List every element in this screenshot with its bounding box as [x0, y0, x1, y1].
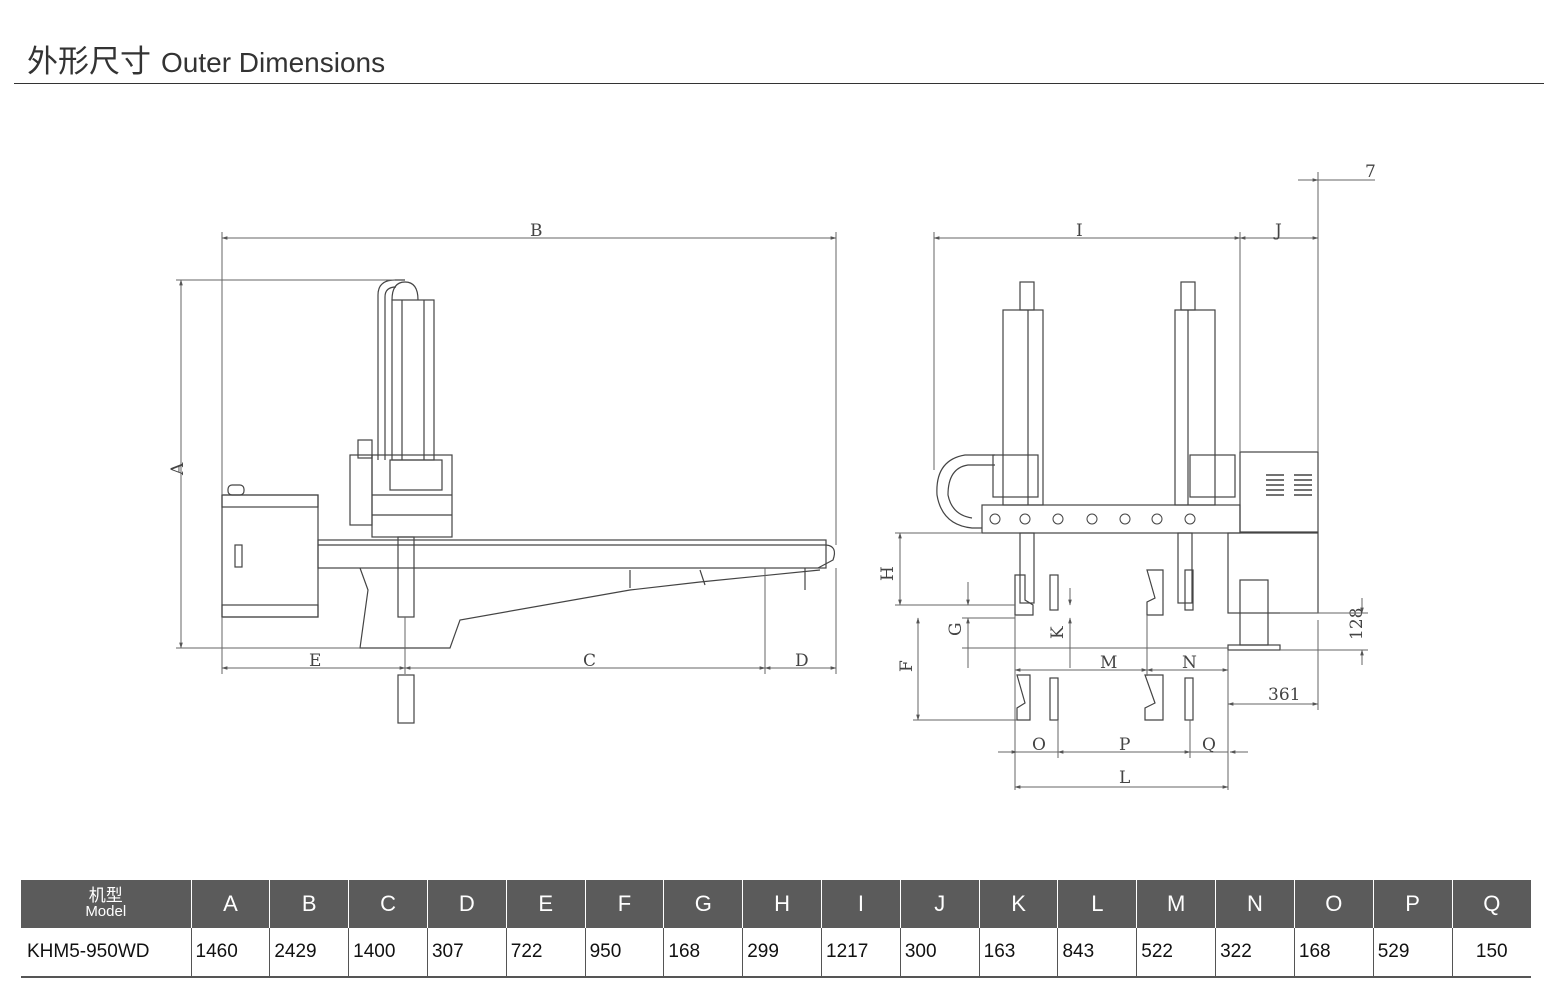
column-header: C	[348, 880, 428, 928]
dim-label-j: J	[1273, 221, 1282, 241]
model-header-en: Model	[85, 903, 127, 920]
side-view-dims	[176, 232, 837, 674]
value-cell: 722	[506, 928, 586, 978]
dim-label-k: K	[1048, 626, 1068, 639]
front-view	[936, 281, 1319, 721]
side-view	[221, 279, 836, 724]
main-beam	[317, 539, 827, 569]
value-cell: 168	[1294, 928, 1374, 978]
value-cell: 843	[1057, 928, 1138, 978]
dim-label-q: Q	[1202, 735, 1216, 755]
value-cell: 300	[900, 928, 980, 978]
column-header: J	[900, 880, 980, 928]
dim-label-b: B	[530, 221, 543, 241]
motor-box	[1239, 451, 1319, 533]
column-header: K	[979, 880, 1059, 928]
column-header: A	[191, 880, 271, 928]
dim-label-d: D	[795, 651, 809, 671]
column-header: O	[1294, 880, 1374, 928]
beam-support	[359, 567, 821, 649]
dim-label-c: C	[583, 651, 596, 671]
dimension-drawing: B A E C D I J 7 H G F K M N 128 361 O P …	[168, 162, 1376, 790]
column-header: N	[1215, 880, 1295, 928]
dim-label-o: O	[1032, 735, 1046, 755]
dim-label-e: E	[309, 651, 321, 671]
header-divider	[14, 83, 1544, 84]
dim-label-n: N	[1182, 653, 1197, 673]
spec-table: 机型 Model A B C D E F G H I J K L M N O P…	[21, 880, 1531, 978]
column-header: L	[1057, 880, 1138, 928]
value-cell: 150	[1452, 928, 1531, 978]
front-view-dims	[895, 172, 1375, 790]
dim-label-128: 128	[1347, 608, 1367, 640]
crossbeam	[981, 504, 1241, 534]
model-header-cn: 机型	[88, 886, 123, 906]
left-column	[1002, 309, 1044, 506]
value-cell: 1400	[348, 928, 428, 978]
dim-label-f: F	[897, 660, 917, 672]
value-cell: 168	[663, 928, 744, 978]
dim-label-i: I	[1076, 221, 1083, 241]
column-header: Q	[1452, 880, 1531, 928]
column-header: F	[585, 880, 665, 928]
value-cell: 2429	[269, 928, 350, 978]
title-cn: 外形尺寸	[27, 44, 151, 80]
column-header: B	[269, 880, 350, 928]
model-cell: KHM5-950WD	[21, 928, 192, 978]
value-cell: 163	[979, 928, 1059, 978]
page-header: 外形尺寸 Outer Dimensions	[27, 36, 385, 80]
dim-label-a: A	[168, 462, 188, 476]
value-cell: 299	[742, 928, 822, 978]
spec-table-header: 机型 Model A B C D E F G H I J K L M N O P…	[21, 880, 1531, 928]
column-header: H	[742, 880, 822, 928]
gripper-lower-position	[397, 674, 415, 724]
dim-label-g: G	[946, 622, 966, 636]
table-row: KHM5-950WD 1460 2429 1400 307 722 950 16…	[21, 928, 1531, 978]
value-cell: 1217	[821, 928, 901, 978]
dim-label-m: M	[1100, 653, 1117, 673]
model-header: 机型 Model	[21, 880, 192, 928]
value-cell: 322	[1215, 928, 1295, 978]
value-cell: 307	[427, 928, 507, 978]
value-cell: 529	[1373, 928, 1453, 978]
dim-label-h: H	[878, 566, 898, 581]
column-header: G	[663, 880, 744, 928]
control-cabinet	[221, 494, 319, 618]
dim-label-361: 361	[1268, 685, 1300, 705]
dim-label-l: L	[1119, 768, 1130, 788]
column-header: E	[506, 880, 586, 928]
value-cell: 950	[585, 928, 665, 978]
column-header: M	[1136, 880, 1217, 928]
carriage	[371, 454, 453, 538]
vertical-arm	[391, 299, 435, 461]
value-cell: 1460	[191, 928, 271, 978]
column-header: P	[1373, 880, 1453, 928]
dim-label-7: 7	[1365, 162, 1376, 182]
dim-label-p: P	[1119, 735, 1130, 755]
value-cell: 522	[1136, 928, 1217, 978]
column-header: I	[821, 880, 901, 928]
dim-labels: B A E C D I J 7 H G F K M N 128 361 O P …	[168, 162, 1376, 788]
column-header: D	[427, 880, 507, 928]
right-column	[1174, 309, 1216, 506]
title-en: Outer Dimensions	[161, 47, 386, 78]
